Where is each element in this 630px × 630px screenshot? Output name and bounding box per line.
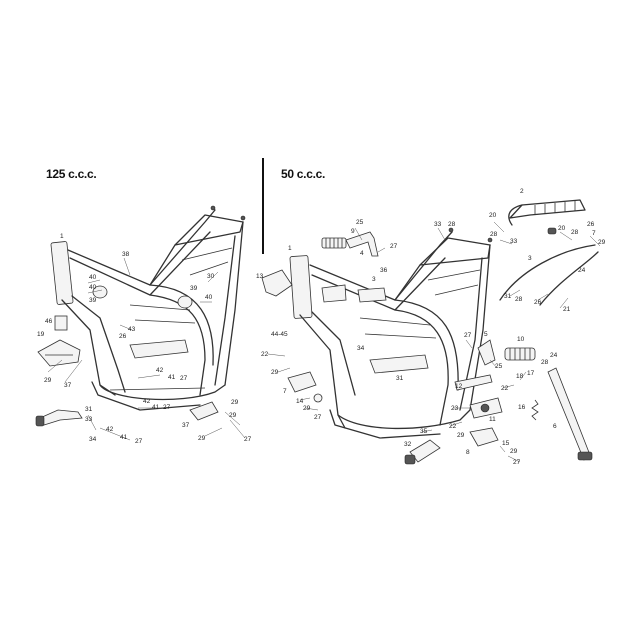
part-callout: 10: [517, 336, 525, 343]
part-callout: 27: [464, 332, 472, 339]
part-callout: 31: [396, 375, 404, 382]
part-callout: 39: [89, 297, 97, 304]
part-callout: 22: [449, 423, 457, 430]
frame-125: [35, 205, 246, 441]
part-callout: 31: [504, 293, 512, 300]
part-callout: 2: [520, 188, 524, 195]
part-callout: 32: [404, 441, 412, 448]
part-callout: 39: [190, 285, 198, 292]
part-callout: 29: [44, 377, 52, 384]
part-callout: 12: [455, 383, 463, 390]
part-callout: 7: [283, 388, 287, 395]
part-callout: 42: [106, 426, 114, 433]
part-callout: 26: [534, 299, 542, 306]
part-callout: 40: [89, 274, 97, 281]
part-callout: 28: [571, 229, 579, 236]
part-callout: 11: [489, 416, 496, 423]
part-callout: 1: [60, 233, 64, 240]
part-callout: 29: [303, 405, 311, 412]
part-callout: 37: [64, 382, 72, 389]
part-callout: 18: [516, 373, 524, 380]
part-callout: 29: [271, 369, 279, 376]
part-callout: 37: [182, 422, 190, 429]
part-callout: 34: [357, 345, 365, 352]
part-callout: 33: [85, 416, 93, 423]
part-callout: 42: [143, 398, 151, 405]
part-callout: 31: [85, 406, 93, 413]
part-callout: 3: [528, 255, 532, 262]
part-callout: 6: [553, 423, 557, 430]
part-callout: 41: [120, 434, 128, 441]
part-callout: 13: [256, 273, 264, 280]
part-callout: 29: [457, 432, 465, 439]
part-callout: 35: [420, 428, 428, 435]
part-callout: 14: [296, 398, 304, 405]
part-callout: 22: [261, 351, 269, 358]
part-callout: 22: [501, 385, 509, 392]
part-callout: 27: [513, 459, 521, 466]
part-callout: 28: [448, 221, 456, 228]
part-callout: 25: [356, 219, 364, 226]
part-callout: 27: [163, 404, 171, 411]
part-callout: 24: [550, 352, 558, 359]
part-callout: 27: [244, 436, 252, 443]
part-callout: 24: [578, 267, 586, 274]
part-callout: 41: [168, 374, 176, 381]
part-callout: 29: [198, 435, 206, 442]
part-callout: 33: [434, 221, 442, 228]
section-divider: [262, 158, 264, 254]
part-callout: 43: [128, 326, 136, 333]
part-callout: 9: [351, 228, 355, 235]
part-callout: 27: [180, 375, 188, 382]
part-callout: 29: [598, 239, 606, 246]
part-callout: 46: [45, 318, 53, 325]
part-callout: 44-45: [271, 331, 288, 338]
part-callout: 20: [558, 225, 566, 232]
part-callout: 21: [563, 306, 571, 313]
part-callout: 27: [390, 243, 398, 250]
part-callout: 30: [207, 273, 215, 280]
heading-125: 125 c.c.c.: [46, 167, 97, 181]
part-callout: 15: [502, 440, 510, 447]
part-callout: 1: [288, 245, 292, 252]
part-callout: 8: [466, 449, 470, 456]
part-callout: 19: [37, 331, 45, 338]
part-callout: 38: [122, 251, 130, 258]
part-callout: 27: [135, 438, 143, 445]
part-callout: 36: [380, 267, 388, 274]
part-callout: 7: [592, 230, 596, 237]
frame-50: [261, 199, 601, 465]
part-callout: 33: [510, 238, 518, 245]
heading-50: 50 c.c.c.: [281, 167, 326, 181]
part-callout: 27: [314, 414, 322, 421]
part-callout: 5: [484, 331, 488, 338]
part-callout: 25: [495, 363, 503, 370]
part-callout: 28: [515, 296, 523, 303]
part-callout: 17: [527, 370, 535, 377]
part-callout: 29: [510, 448, 518, 455]
part-callout: 41: [152, 404, 160, 411]
part-callout: 28: [541, 359, 549, 366]
part-callout: 29: [231, 399, 239, 406]
part-callout: 42: [156, 367, 164, 374]
part-callout: 26: [119, 333, 127, 340]
part-callout: 40: [89, 284, 97, 291]
part-callout: 3: [372, 276, 376, 283]
part-callout: 29: [229, 412, 237, 419]
part-callout: 16: [518, 404, 526, 411]
part-callout: 40: [205, 294, 213, 301]
part-callout: 26: [587, 221, 595, 228]
part-callout: 34: [89, 436, 97, 443]
part-callout: 23: [451, 405, 459, 412]
part-callout: 4: [360, 250, 364, 257]
part-callout: 20: [489, 212, 497, 219]
part-callout: 28: [490, 231, 498, 238]
